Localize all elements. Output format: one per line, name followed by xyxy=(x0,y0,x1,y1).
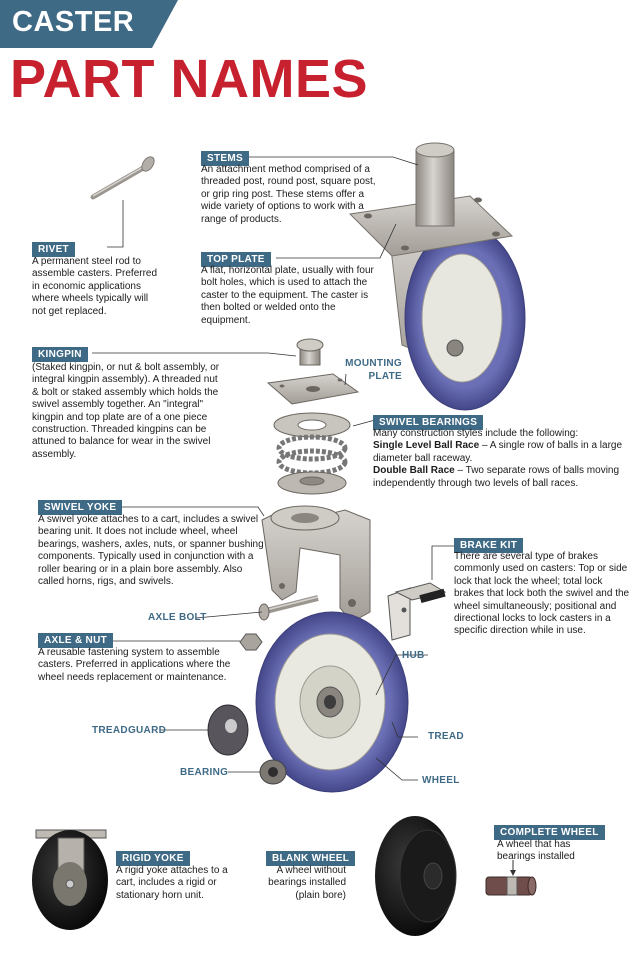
rivet-description: A permanent steel rod to assemble caster… xyxy=(32,256,158,317)
treadguard-label: TREADGUARD xyxy=(92,725,167,736)
page-title: PART NAMES xyxy=(10,49,369,109)
brake-kit-description: There are several type of brakes commonl… xyxy=(454,551,630,637)
axle-bolt-label: AXLE BOLT xyxy=(148,612,207,623)
rivet-image xyxy=(90,156,155,200)
swivel-bearings-image xyxy=(273,412,351,495)
blank-wheel-tag: BLANK WHEEL xyxy=(266,851,356,866)
complete-wheel-tag: COMPLETE WHEEL xyxy=(494,825,605,840)
single-level-ball-race: Single Level Ball Race – A single row of… xyxy=(373,440,623,465)
leader-lines xyxy=(92,156,456,781)
bearing-label: BEARING xyxy=(180,767,229,778)
single-level-term: Single Level Ball Race xyxy=(373,440,480,452)
wheel-label: WHEEL xyxy=(422,775,460,786)
rigid-yoke-tag: RIGID YOKE xyxy=(116,851,190,866)
rigid-yoke-image xyxy=(32,829,108,930)
top-plate-description: A flat, horizontal plate, usually with f… xyxy=(201,265,374,326)
top-plate-tag: TOP PLATE xyxy=(201,252,271,267)
double-ball-race: Double Ball Race – Two separate rows of … xyxy=(373,465,623,490)
swivel-yoke-description: A swivel yoke attaches to a cart, includ… xyxy=(38,514,264,588)
header-tag: CASTER xyxy=(12,6,135,38)
swivel-bearings-tag: SWIVEL BEARINGS xyxy=(373,415,484,430)
hub-label: HUB xyxy=(402,650,425,661)
header-tag-background xyxy=(0,0,178,48)
complete-wheel-image xyxy=(485,860,537,896)
double-ball-desc: – Two separate rows of balls moving inde… xyxy=(373,465,620,489)
brake-kit-image xyxy=(387,582,447,641)
mounting-plate-label-line1: MOUNTING xyxy=(345,358,402,369)
kingpin-tag: KINGPIN xyxy=(32,347,88,362)
brake-kit-tag: BRAKE KIT xyxy=(454,538,524,553)
kingpin-image xyxy=(296,338,324,366)
blank-wheel-description: A wheel without bearings installed (plai… xyxy=(268,865,346,901)
stems-tag: STEMS xyxy=(201,151,249,166)
wheel-image xyxy=(255,611,409,793)
complete-wheel-description: A wheel that has bearings installed xyxy=(497,839,575,863)
swivel-bearings-intro: Many construction styles include the fol… xyxy=(373,428,579,439)
mounting-plate-image xyxy=(266,373,360,405)
swivel-yoke-tag: SWIVEL YOKE xyxy=(38,500,123,515)
double-ball-term: Double Ball Race xyxy=(373,465,455,477)
tread-label: TREAD xyxy=(428,731,464,742)
mounting-plate-label-line2: PLATE xyxy=(368,371,402,382)
swivel-bearings-description: Many construction styles include the fol… xyxy=(373,428,623,490)
assembled-caster-image xyxy=(348,142,526,411)
axle-nut-image xyxy=(239,633,263,651)
axle-nut-description: A reusable fastening system to assemble … xyxy=(38,647,231,683)
rivet-tag: RIVET xyxy=(32,242,75,257)
axle-nut-tag: AXLE & NUT xyxy=(38,633,113,648)
blank-wheel-image xyxy=(375,816,457,936)
rigid-yoke-description: A rigid yoke attaches to a cart, include… xyxy=(116,865,228,901)
kingpin-description: (Staked kingpin, or nut & bolt assembly,… xyxy=(32,362,220,460)
swivel-yoke-image xyxy=(261,505,371,623)
single-level-desc: – A single row of balls in a large diame… xyxy=(373,440,623,464)
axle-bolt-image xyxy=(258,595,319,621)
stems-description: An attachment method comprised of a thre… xyxy=(201,164,376,225)
treadguard-image xyxy=(207,704,249,756)
bearing-image xyxy=(259,759,287,785)
